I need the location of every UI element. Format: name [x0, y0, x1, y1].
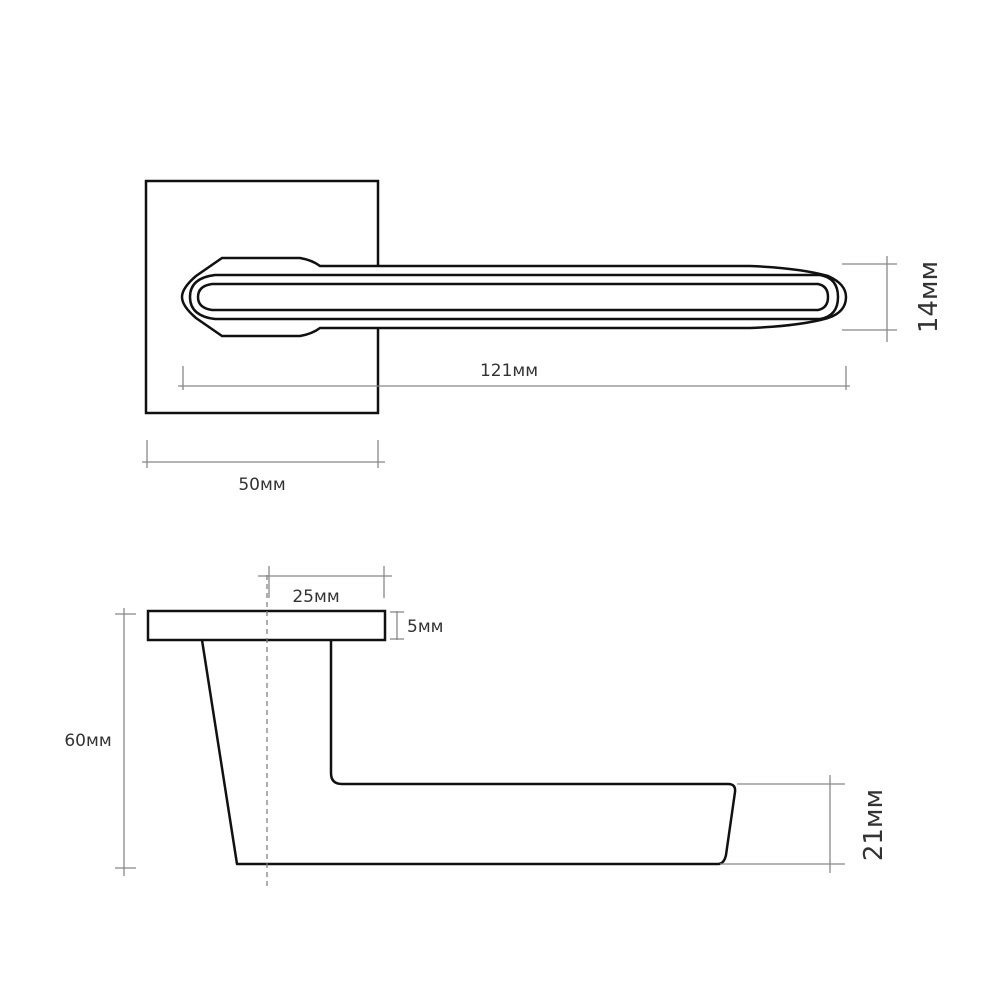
handle-outline — [180, 256, 848, 338]
label-projection: 60мм — [64, 731, 111, 751]
dimension-rosette-width: 50мм — [142, 440, 385, 495]
side-view: 25мм 5мм 60мм 21мм — [64, 566, 889, 890]
dimension-axis-offset: 25мм — [258, 566, 392, 607]
handle-profile — [200, 639, 737, 866]
handle-groove — [196, 282, 830, 312]
label-rosette-width: 50мм — [238, 475, 285, 495]
label-rosette-thickness: 5мм — [407, 617, 443, 637]
label-length: 121мм — [480, 361, 538, 381]
dimension-grip-depth: 21мм — [720, 775, 889, 873]
dimension-projection: 60мм — [64, 608, 136, 876]
label-grip-height: 14мм — [914, 261, 944, 333]
label-axis-offset: 25мм — [292, 587, 339, 607]
dimension-grip-height: 14мм — [842, 256, 944, 342]
top-view: 121мм 50мм 14мм — [142, 179, 944, 495]
handle-inner-outline — [188, 273, 840, 321]
label-grip-depth: 21мм — [859, 789, 889, 861]
dimension-rosette-thickness: 5мм — [390, 611, 443, 640]
dimension-length: 121мм — [178, 361, 850, 390]
